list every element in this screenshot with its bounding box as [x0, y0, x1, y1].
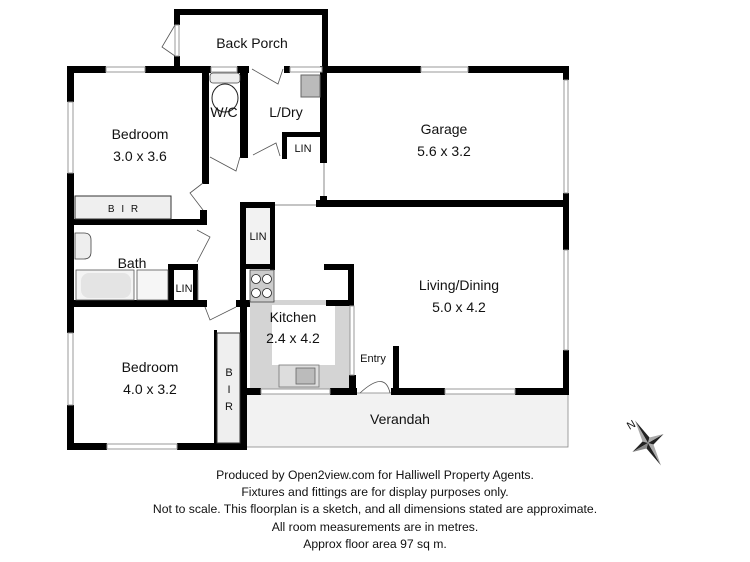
room-name-bedroom-2: Bedroom — [122, 359, 179, 375]
footer-line-units: All room measurements are in metres. — [271, 519, 479, 534]
footer-line-fixtures: Fixtures and fittings are for display pu… — [241, 485, 509, 500]
label-lin-hall: LIN — [249, 231, 266, 243]
room-name-bath: Bath — [118, 255, 147, 271]
toilet-icon — [211, 83, 239, 113]
lin-hall-box — [246, 208, 270, 264]
room-dims-kitchen: 2.4 x 4.2 — [266, 330, 320, 346]
room-name-kitchen: Kitchen — [270, 309, 317, 325]
room-name-bedroom-1: Bedroom — [112, 126, 169, 142]
kitchen-floor-light — [272, 305, 335, 365]
doors[interactable] — [161, 24, 391, 394]
room-name-laundry: L/Dry — [269, 104, 302, 120]
windows — [67, 24, 569, 450]
bir-2 — [216, 332, 241, 444]
bir-1 — [74, 195, 172, 220]
footer-line-area: Approx floor area 97 sq m. — [303, 536, 447, 551]
room-name-living-dining: Living/Dining — [419, 277, 499, 293]
label-bir-1: B I R — [108, 204, 140, 215]
lin-laundry-box — [287, 137, 320, 159]
footer-line-scale: Not to scale. This floorplan is a sketch… — [152, 502, 598, 517]
lin-bath-box — [174, 270, 193, 300]
label-bir-2-r: R — [225, 401, 233, 413]
room-name-garage: Garage — [421, 121, 468, 137]
fixtures — [74, 72, 321, 444]
room-dims-bedroom-2: 4.0 x 3.2 — [123, 381, 177, 397]
room-dims-garage: 5.6 x 3.2 — [417, 143, 471, 159]
walls — [67, 9, 569, 450]
room-name-back-porch: Back Porch — [216, 35, 288, 51]
compass-rose-icon — [632, 420, 664, 466]
laundry-tub-icon — [300, 74, 321, 98]
bath-basin-icon — [74, 232, 92, 260]
toilet-cistern — [209, 72, 241, 84]
label-lin-laundry: LIN — [294, 143, 311, 155]
shower-icon — [136, 269, 169, 301]
room-dims-living-dining: 5.0 x 4.2 — [432, 299, 486, 315]
room-dims-bedroom-1: 3.0 x 3.6 — [113, 148, 167, 164]
label-bir-2-b: B — [225, 367, 232, 379]
room-name-wc: W/C — [210, 104, 237, 120]
label-bir-2-i: I — [227, 384, 230, 396]
verandah-floor — [245, 392, 569, 448]
room-name-verandah: Verandah — [370, 411, 430, 427]
label-lin-bath: LIN — [175, 283, 192, 295]
footer-line-producer: Produced by Open2view.com for Halliwell … — [216, 468, 534, 482]
compass-north-label: N — [625, 418, 638, 432]
floorplan-disclaimer: Produced by Open2view.com for Halliwell … — [0, 467, 750, 553]
room-name-entry: Entry — [360, 353, 386, 365]
